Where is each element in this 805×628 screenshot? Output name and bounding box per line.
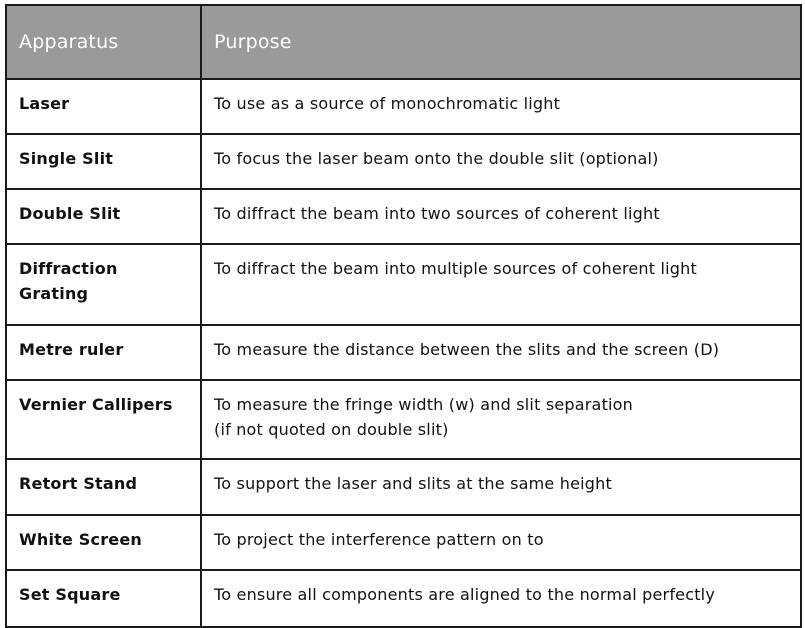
table-row: Double Slit To diffract the beam into tw… bbox=[5, 188, 802, 245]
purpose-cell: To use as a source of monochromatic ligh… bbox=[200, 78, 802, 135]
apparatus-cell: Single Slit bbox=[5, 133, 202, 190]
purpose-line: (if not quoted on double slit) bbox=[214, 420, 449, 439]
purpose-cell: To diffract the beam into two sources of… bbox=[200, 188, 802, 245]
table-row: Vernier Callipers To measure the fringe … bbox=[5, 379, 802, 460]
apparatus-cell: Diffraction Grating bbox=[5, 243, 202, 326]
apparatus-line: Grating bbox=[19, 284, 89, 303]
apparatus-table: Apparatus Purpose Laser To use as a sour… bbox=[5, 4, 802, 628]
purpose-cell: To measure the distance between the slit… bbox=[200, 324, 802, 381]
purpose-cell: To measure the fringe width (w) and slit… bbox=[200, 379, 802, 460]
apparatus-cell: Vernier Callipers bbox=[5, 379, 202, 460]
apparatus-cell: Double Slit bbox=[5, 188, 202, 245]
purpose-cell: To ensure all components are aligned to … bbox=[200, 569, 802, 628]
apparatus-cell: Laser bbox=[5, 78, 202, 135]
purpose-cell: To project the interference pattern on t… bbox=[200, 514, 802, 571]
header-apparatus: Apparatus bbox=[5, 4, 202, 80]
purpose-line: To measure the fringe width (w) and slit… bbox=[214, 395, 634, 414]
apparatus-line: Diffraction bbox=[19, 259, 118, 278]
apparatus-table-container: Apparatus Purpose Laser To use as a sour… bbox=[5, 4, 802, 628]
purpose-cell: To diffract the beam into multiple sourc… bbox=[200, 243, 802, 326]
apparatus-cell: Retort Stand bbox=[5, 458, 202, 516]
apparatus-cell: Metre ruler bbox=[5, 324, 202, 381]
table-row: Retort Stand To support the laser and sl… bbox=[5, 458, 802, 516]
purpose-cell: To focus the laser beam onto the double … bbox=[200, 133, 802, 190]
table-row: Set Square To ensure all components are … bbox=[5, 569, 802, 628]
table-row: White Screen To project the interference… bbox=[5, 514, 802, 571]
table-row: Laser To use as a source of monochromati… bbox=[5, 78, 802, 135]
header-purpose: Purpose bbox=[200, 4, 802, 80]
apparatus-cell: White Screen bbox=[5, 514, 202, 571]
purpose-cell: To support the laser and slits at the sa… bbox=[200, 458, 802, 516]
table-header-row: Apparatus Purpose bbox=[5, 4, 802, 80]
table-row: Metre ruler To measure the distance betw… bbox=[5, 324, 802, 381]
table-row: Diffraction Grating To diffract the beam… bbox=[5, 243, 802, 326]
table-row: Single Slit To focus the laser beam onto… bbox=[5, 133, 802, 190]
apparatus-cell: Set Square bbox=[5, 569, 202, 628]
